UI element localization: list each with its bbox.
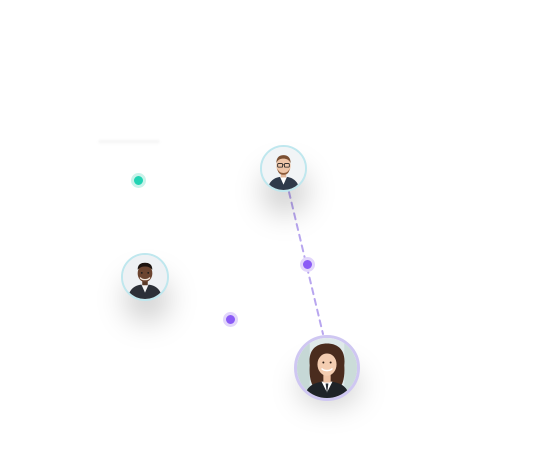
teal-status-dot (131, 173, 146, 188)
woman-avatar-icon[interactable] (294, 335, 360, 401)
faint-shadow-bar (98, 140, 160, 145)
man-in-suit-avatar-icon[interactable] (121, 253, 169, 301)
purple-connection-dot (300, 257, 315, 272)
man-with-glasses-avatar-icon[interactable] (260, 145, 307, 192)
purple-connection-dot (223, 312, 238, 327)
